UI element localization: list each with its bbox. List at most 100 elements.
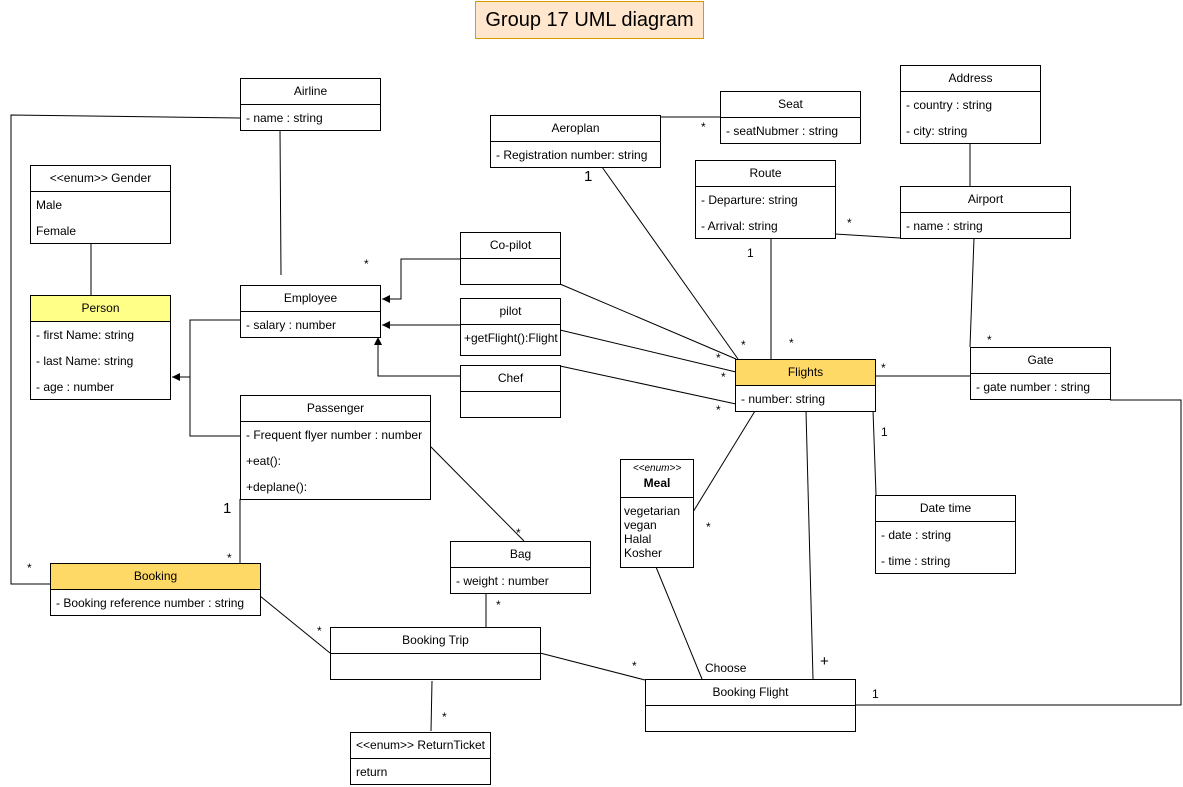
class-pilot: pilot +getFlight():Flight xyxy=(460,298,561,356)
class-attribute: - name : string xyxy=(246,111,323,125)
class-airport: Airport - name : string xyxy=(900,186,1071,239)
multiplicity-bag-bookingtrip: * xyxy=(496,598,501,612)
class-attribute: - last Name: string xyxy=(36,354,134,368)
class-header: <<enum>> Meal xyxy=(621,460,693,498)
stereotype: <<enum>> xyxy=(632,463,682,474)
enum-value: vegetarian xyxy=(624,504,681,518)
multiplicity-bookingtrip-returnticket: * xyxy=(442,710,447,724)
multiplicity-passenger-booking: 1 xyxy=(223,500,232,517)
class-date-time: Date time - date : string - time : strin… xyxy=(875,495,1016,574)
class-name: Airport xyxy=(901,187,1070,213)
class-name: Gate xyxy=(971,348,1110,374)
edge-copilot-flights xyxy=(559,283,737,360)
class-airline: Airline - name : string xyxy=(240,78,381,131)
class-attribute: - gate number : string xyxy=(976,380,1091,394)
class-name: Person xyxy=(31,296,170,322)
class-person: Person - first Name: string - last Name:… xyxy=(30,295,171,400)
class-attribute: - weight : number xyxy=(456,574,549,588)
class-attribute: - date : string xyxy=(881,528,952,542)
enum-value: return xyxy=(356,765,388,779)
edge-flights-bookingflight xyxy=(805,410,814,680)
edge-gate-bookingflight xyxy=(855,399,1182,706)
multiplicity-copilot-employee: * xyxy=(364,257,369,271)
edge-route-airport xyxy=(834,233,901,239)
class-chef: Chef xyxy=(460,365,561,418)
edge-flights-meal xyxy=(692,410,756,513)
edge-copilot-employee xyxy=(382,258,460,303)
class-name: Seat xyxy=(721,92,860,118)
multiplicity-bag-passenger: * xyxy=(516,526,521,540)
class-attribute: - time : string xyxy=(881,554,951,568)
edge-pilot-flights xyxy=(559,329,737,373)
class-name: Booking Trip xyxy=(331,628,540,654)
class-method: +deplane(): xyxy=(246,480,308,494)
multiplicity-gate-airport: * xyxy=(987,333,992,347)
enum-meal: <<enum>> Meal vegetarian vegan Halal Kos… xyxy=(620,459,694,568)
class-attribute: - Booking reference number : string xyxy=(56,596,245,610)
multiplicity-booking-passenger: * xyxy=(227,551,232,565)
edge-airline-booking xyxy=(10,114,241,585)
class-attribute: - first Name: string xyxy=(36,328,135,342)
class-name: Airline xyxy=(241,79,380,105)
edge-flights-datetime xyxy=(872,409,877,496)
multiplicity-aeroplan-flights: 1 xyxy=(584,168,593,185)
diagram-title: Group 17 UML diagram xyxy=(475,1,704,39)
enum-value: vegan xyxy=(624,518,657,532)
class-name: Flights xyxy=(736,360,875,386)
association-label-choose: Choose xyxy=(705,661,747,675)
class-seat: Seat - seatNubmer : string xyxy=(720,91,861,144)
class-booking-trip: Booking Trip xyxy=(330,627,541,680)
class-passenger: Passenger - Frequent flyer number : numb… xyxy=(240,395,431,500)
class-name: Address xyxy=(901,66,1040,92)
class-name: Passenger xyxy=(241,396,430,422)
class-flights: Flights - number: string xyxy=(735,359,876,412)
class-attribute: - city: string xyxy=(906,124,968,138)
class-attribute: - number: string xyxy=(741,392,826,406)
class-name: Booking xyxy=(51,564,260,590)
multiplicity-flights-chef: * xyxy=(716,403,721,417)
edge-chef-flights xyxy=(559,365,737,405)
class-employee: Employee - salary : number xyxy=(240,285,381,338)
class-aeroplan: Aeroplan - Registration number: string xyxy=(490,115,661,168)
class-attribute: - salary : number xyxy=(246,318,337,332)
class-name: pilot xyxy=(461,299,560,325)
enum-return-ticket: <<enum>> ReturnTicket return xyxy=(350,732,491,785)
multiplicity-gate-bookingflight: 1 xyxy=(872,687,879,701)
class-method: +eat(): xyxy=(246,454,282,468)
class-name: Booking Flight xyxy=(646,680,855,706)
edge-passenger-bag xyxy=(429,445,525,542)
multiplicity-flights-route: * xyxy=(789,336,794,350)
multiplicity-aeroplan-seat: * xyxy=(701,120,706,134)
class-booking: Booking - Booking reference number : str… xyxy=(50,563,261,616)
multiplicity-flights-gate: * xyxy=(881,361,886,375)
class-attribute: - age : number xyxy=(36,380,115,394)
class-name: Bag xyxy=(451,542,590,568)
edge-aeroplan-flights xyxy=(601,166,739,360)
edge-bookingtrip-bookingflight xyxy=(539,652,646,681)
edge-employee-person xyxy=(189,319,240,437)
enum-value: Male xyxy=(36,198,63,212)
enum-value: Halal xyxy=(624,532,652,546)
class-name: Route xyxy=(696,161,835,187)
multiplicity-bookingtrip-bookingflight: * xyxy=(632,659,637,673)
enum-value: Kosher xyxy=(624,546,663,560)
class-bag: Bag - weight : number xyxy=(450,541,591,594)
edge-chef-employee xyxy=(374,337,460,377)
edge-airline-employee xyxy=(279,129,282,276)
multiplicity-route-airport: * xyxy=(847,216,852,230)
class-name: Chef xyxy=(461,366,560,392)
class-attribute: - Departure: string xyxy=(701,193,798,207)
enum-gender: <<enum>> Gender Male Female xyxy=(30,165,171,244)
class-route: Route - Departure: string - Arrival: str… xyxy=(695,160,836,239)
class-booking-flight: Booking Flight xyxy=(645,679,856,732)
class-name: <<enum>> ReturnTicket xyxy=(351,733,490,759)
class-method: +getFlight():Flight xyxy=(464,331,558,345)
class-name: Date time xyxy=(876,496,1015,522)
class-attribute: - Arrival: string xyxy=(701,219,778,233)
edge-airport-gate xyxy=(969,237,975,348)
class-attribute: - name : string xyxy=(906,219,983,233)
class-name: Employee xyxy=(241,286,380,312)
class-attribute: - seatNubmer : string xyxy=(726,124,839,138)
class-attribute: - Registration number: string xyxy=(496,148,648,162)
